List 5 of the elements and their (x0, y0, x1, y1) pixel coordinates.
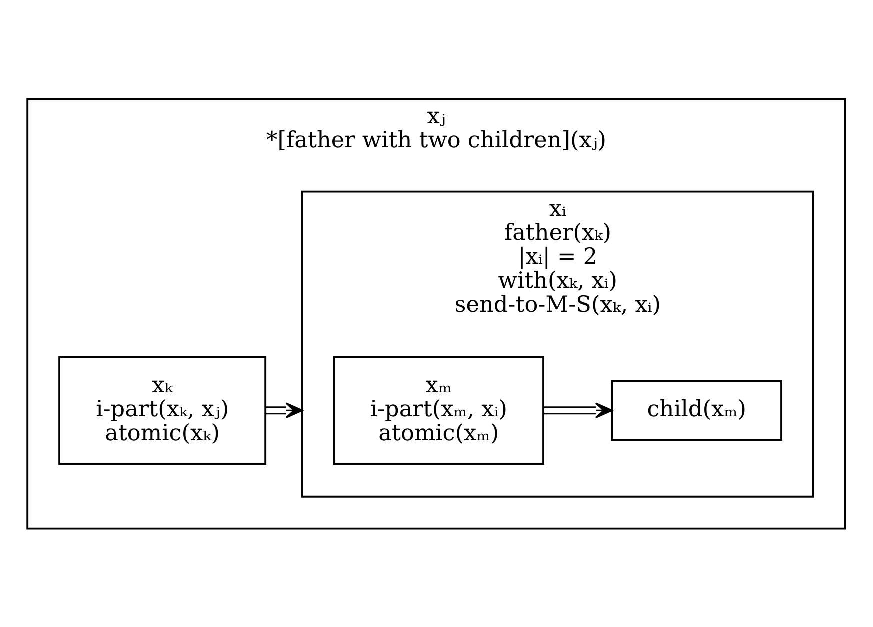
arrow (266, 402, 304, 418)
node-box: xₘ i-part(xₘ, xᵢ) atomic(xₘ) (333, 356, 544, 465)
node-box: xₖ i-part(xₖ, xⱼ) atomic(xₖ) (58, 356, 267, 465)
arrow (544, 402, 613, 418)
node-box: child(xₘ) (611, 380, 782, 441)
